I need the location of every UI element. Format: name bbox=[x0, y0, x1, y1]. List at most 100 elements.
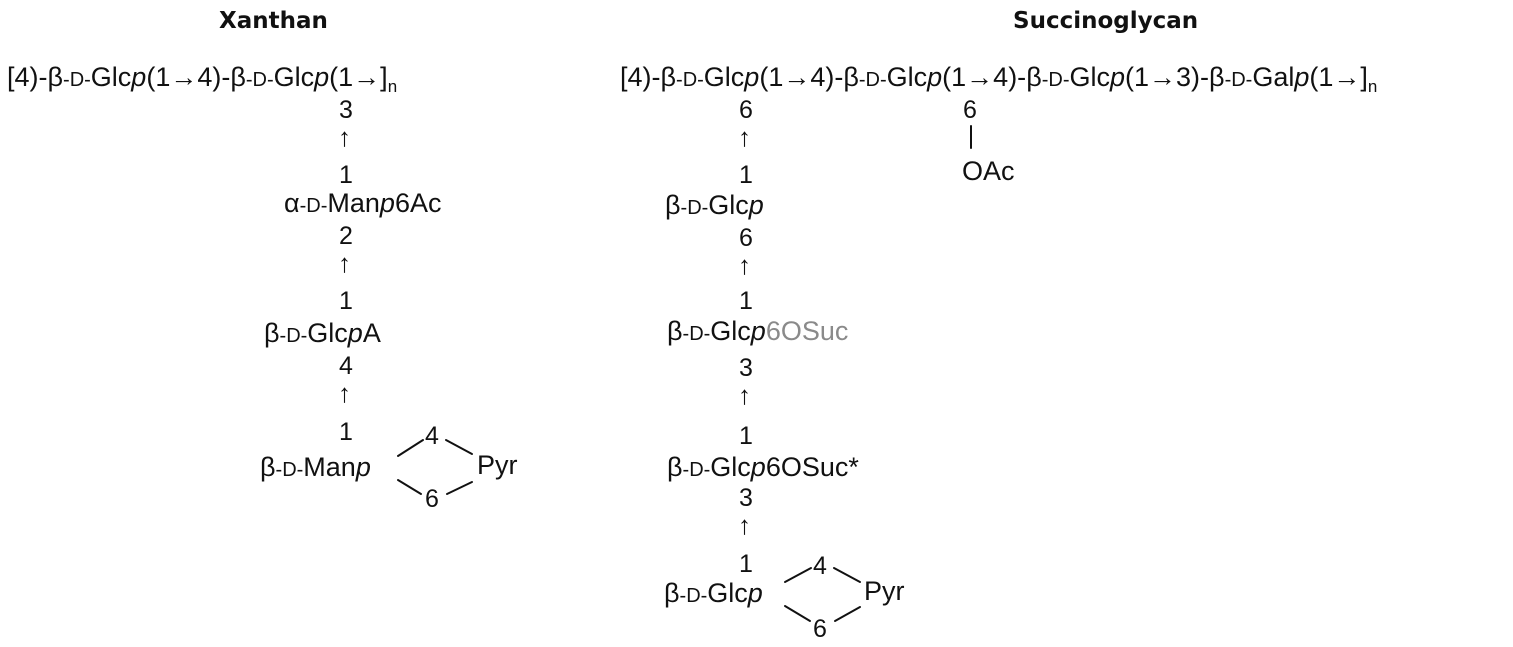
x-link2-top: 2 bbox=[339, 222, 353, 250]
p: p bbox=[748, 190, 764, 220]
beta: β bbox=[665, 190, 681, 220]
bb-glc: Glc bbox=[90, 62, 132, 92]
bb-glc: Glc bbox=[273, 62, 315, 92]
bb-p: p bbox=[314, 62, 330, 92]
x-mannose-acetyl: α-D-Manp6Ac bbox=[284, 190, 441, 217]
p: p bbox=[750, 452, 766, 482]
x-link1-bottom: 1 bbox=[339, 161, 353, 189]
d: -D- bbox=[279, 325, 308, 347]
bb-beta: β bbox=[843, 62, 859, 92]
succinyl: 6OSuc* bbox=[765, 452, 859, 482]
bb-d: -D- bbox=[63, 69, 91, 91]
s-link1-arrow-icon: ↑ bbox=[738, 122, 751, 152]
bb-beta: β bbox=[1026, 62, 1042, 92]
s-oac-position: 6 bbox=[963, 96, 977, 124]
x-link2-bottom: 1 bbox=[339, 287, 353, 315]
bb-gal: Gal bbox=[1252, 62, 1295, 92]
bb-subscript-n: n bbox=[1367, 77, 1378, 96]
bb-glc: Glc bbox=[1069, 62, 1110, 92]
x-pyr-bond bbox=[397, 479, 422, 495]
x-pyr-bond bbox=[445, 439, 473, 455]
man: Man bbox=[303, 452, 356, 482]
s-link2-top: 6 bbox=[739, 224, 753, 252]
bb-d: -D- bbox=[1041, 69, 1070, 91]
bb-link: (1→4)- bbox=[146, 62, 231, 92]
succinoglycan-title: Succinoglycan bbox=[1013, 8, 1199, 34]
x-pyr-bond bbox=[397, 439, 424, 457]
bb-link: (1→] bbox=[1309, 62, 1368, 92]
glc: Glc bbox=[307, 318, 348, 348]
s-link3-top: 3 bbox=[739, 354, 753, 382]
p: p bbox=[379, 188, 395, 218]
d: -D- bbox=[275, 459, 304, 481]
glc: Glc bbox=[710, 452, 751, 482]
s-glucose-1: β-D-Glcp bbox=[665, 192, 764, 219]
s-link4-top: 3 bbox=[739, 484, 753, 512]
x-link3-arrow-icon: ↑ bbox=[338, 378, 351, 408]
s-glucose-3: β-D-Glcp6OSuc* bbox=[667, 454, 859, 481]
s-link4-bottom: 1 bbox=[739, 550, 753, 578]
p: p bbox=[355, 452, 371, 482]
bb-link: (1→] bbox=[329, 62, 388, 92]
s-pyr-bond bbox=[784, 567, 812, 583]
bb-beta: β bbox=[660, 62, 677, 92]
bb-subscript-n: n bbox=[387, 77, 398, 96]
bb-glc: Glc bbox=[886, 62, 928, 92]
succinyl-optional: 6OSuc bbox=[765, 316, 849, 346]
acid: A bbox=[362, 318, 381, 348]
glc: Glc bbox=[708, 190, 749, 220]
x-pyr-top: 4 bbox=[425, 422, 439, 450]
s-pyr-bond bbox=[834, 606, 861, 622]
bb-beta: β bbox=[47, 62, 64, 92]
s-pyr-bottom: 6 bbox=[813, 615, 827, 643]
s-glucose-4: β-D-Glcp bbox=[664, 580, 763, 607]
succinoglycan-backbone: [4)-β-D-Glcp(1→4)-β-D-Glcp(1→4)-β-D-Glcp… bbox=[620, 62, 1378, 96]
bb-p: p bbox=[1109, 62, 1126, 92]
xanthan-backbone: [4)-β-D-Glcp(1→4)-β-D-Glcp(1→]n bbox=[7, 62, 398, 96]
bb-d: -D- bbox=[1224, 69, 1253, 91]
s-glucose-2: β-D-Glcp6OSuc bbox=[667, 318, 848, 345]
x-terminal-mannose: β-D-Manp bbox=[260, 454, 371, 481]
x-pyr-bottom: 6 bbox=[425, 485, 439, 513]
beta: β bbox=[664, 578, 680, 608]
xanthan-title: Xanthan bbox=[219, 8, 328, 34]
beta: β bbox=[667, 452, 683, 482]
p: p bbox=[750, 316, 766, 346]
acetyl: 6Ac bbox=[394, 188, 442, 218]
x-link1-arrow-icon: ↑ bbox=[338, 122, 351, 152]
glc: Glc bbox=[710, 316, 751, 346]
x-link3-top: 4 bbox=[339, 352, 353, 380]
bb-p: p bbox=[131, 62, 147, 92]
x-pyr-bond bbox=[446, 481, 473, 495]
s-link1-top: 6 bbox=[739, 96, 753, 124]
bb-beta: β bbox=[230, 62, 246, 92]
bb-p: p bbox=[1294, 62, 1310, 92]
d: -D- bbox=[682, 459, 711, 481]
d: -D- bbox=[679, 585, 708, 607]
d: -D- bbox=[680, 197, 709, 219]
s-link2-bottom: 1 bbox=[739, 287, 753, 315]
bb-glc: Glc bbox=[703, 62, 745, 92]
s-link3-arrow-icon: ↑ bbox=[738, 380, 751, 410]
p: p bbox=[347, 318, 363, 348]
s-link1-bottom: 1 bbox=[739, 161, 753, 189]
s-oac-label: OAc bbox=[962, 156, 1015, 186]
man: Man bbox=[327, 188, 380, 218]
bb-link: (1→3)- bbox=[1125, 62, 1210, 92]
x-link1-top: 3 bbox=[339, 96, 353, 124]
bb-d: -D- bbox=[858, 69, 887, 91]
s-pyr-bond bbox=[833, 567, 861, 583]
beta: β bbox=[264, 318, 280, 348]
bb-p: p bbox=[927, 62, 943, 92]
d: -D- bbox=[299, 195, 328, 217]
s-pyruvate: Pyr bbox=[864, 576, 905, 606]
d: -D- bbox=[682, 323, 711, 345]
bb-d: -D- bbox=[676, 69, 704, 91]
bb-link: (1→4)- bbox=[942, 62, 1027, 92]
s-link4-arrow-icon: ↑ bbox=[738, 510, 751, 540]
beta: β bbox=[667, 316, 683, 346]
bb-prefix: [4)- bbox=[7, 62, 48, 92]
s-link3-bottom: 1 bbox=[739, 422, 753, 450]
bb-link: (1→4)- bbox=[759, 62, 844, 92]
